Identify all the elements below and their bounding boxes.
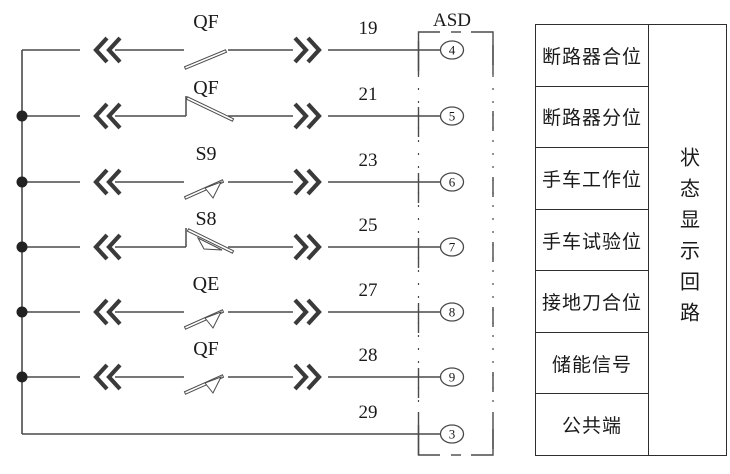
wire-number: 23	[359, 150, 378, 171]
table-cell: 手车工作位	[536, 148, 648, 210]
terminal-circle	[439, 106, 465, 126]
connector-chevron	[293, 363, 309, 391]
connector-chevron	[293, 233, 309, 261]
table-cell: 接地刀合位	[536, 271, 648, 333]
terminal-circle	[439, 237, 465, 257]
connector-chevron	[293, 298, 309, 326]
connector-chevron	[306, 298, 322, 326]
connector-chevron	[293, 36, 309, 64]
connector-chevron	[306, 36, 322, 64]
connector-chevron	[93, 298, 109, 326]
connector-chevron	[93, 363, 109, 391]
terminal-box-corner	[417, 31, 440, 75]
connector-chevron	[106, 298, 122, 326]
terminal-block-label: ASD	[433, 10, 471, 31]
terminal-number: 6	[449, 175, 456, 190]
junction-dot	[16, 110, 28, 122]
junction-dot	[16, 176, 28, 188]
wire-number: 25	[359, 215, 378, 236]
wire-number: 28	[359, 345, 378, 366]
contact-blade	[183, 49, 228, 70]
terminal-circle	[439, 302, 465, 322]
contact-blade	[186, 228, 235, 254]
switch-label: QF	[193, 11, 219, 33]
wire-number: 21	[359, 84, 378, 105]
contact-blade	[185, 96, 235, 122]
status-table: 断路器合位断路器分位手车工作位手车试验位接地刀合位储能信号公共端 状态显示回路	[535, 24, 727, 456]
status-table-title-text: 状态显示回路	[676, 147, 699, 333]
table-cell: 储能信号	[536, 333, 648, 395]
switch-label: QE	[193, 273, 220, 295]
terminal-circle	[439, 424, 465, 444]
connector-chevron	[306, 363, 322, 391]
table-cell: 手车试验位	[536, 210, 648, 272]
terminal-number: 5	[449, 109, 456, 124]
terminal-number: 3	[449, 427, 456, 442]
connector-chevron	[293, 168, 309, 196]
connector-chevron	[306, 233, 322, 261]
status-table-rows: 断路器合位断路器分位手车工作位手车试验位接地刀合位储能信号公共端	[536, 25, 649, 455]
terminal-number: 9	[449, 370, 456, 385]
connector-chevron	[93, 233, 109, 261]
wire-number: 29	[359, 402, 378, 423]
wire-number: 19	[359, 18, 378, 39]
connector-chevron	[106, 102, 122, 130]
junction-dot	[16, 306, 28, 318]
connector-chevron	[106, 168, 122, 196]
switch-label: QF	[193, 77, 219, 99]
connector-chevron	[306, 102, 322, 130]
travel-switch-mark	[204, 376, 223, 394]
terminal-number: 4	[449, 43, 456, 58]
junction-dot	[16, 371, 28, 383]
terminal-box-corner	[471, 31, 494, 75]
switch-label: QF	[193, 338, 219, 360]
connector-chevron	[106, 363, 122, 391]
travel-switch-mark	[204, 311, 223, 329]
connector-chevron	[293, 102, 309, 130]
switch-label: S9	[195, 143, 216, 165]
status-table-title-cell: 状态显示回路	[649, 25, 726, 455]
connector-chevron	[93, 168, 109, 196]
terminal-circle	[439, 172, 465, 192]
terminal-circle	[439, 40, 465, 60]
terminal-circle	[439, 367, 465, 387]
travel-switch-mark	[204, 181, 223, 199]
terminal-box-corner	[417, 412, 440, 456]
terminal-number: 7	[449, 240, 456, 255]
connector-chevron	[306, 168, 322, 196]
terminal-box-corner	[471, 412, 494, 456]
connector-chevron	[106, 233, 122, 261]
table-cell: 断路器合位	[536, 25, 648, 87]
switch-label: S8	[195, 208, 216, 230]
table-cell: 断路器分位	[536, 87, 648, 149]
junction-dot	[16, 241, 28, 253]
wire-number: 27	[359, 280, 378, 301]
connector-chevron	[93, 102, 109, 130]
connector-chevron	[93, 36, 109, 64]
connector-chevron	[106, 36, 122, 64]
terminal-number: 8	[449, 305, 456, 320]
table-cell: 公共端	[561, 416, 622, 438]
travel-switch-mark	[196, 236, 223, 251]
